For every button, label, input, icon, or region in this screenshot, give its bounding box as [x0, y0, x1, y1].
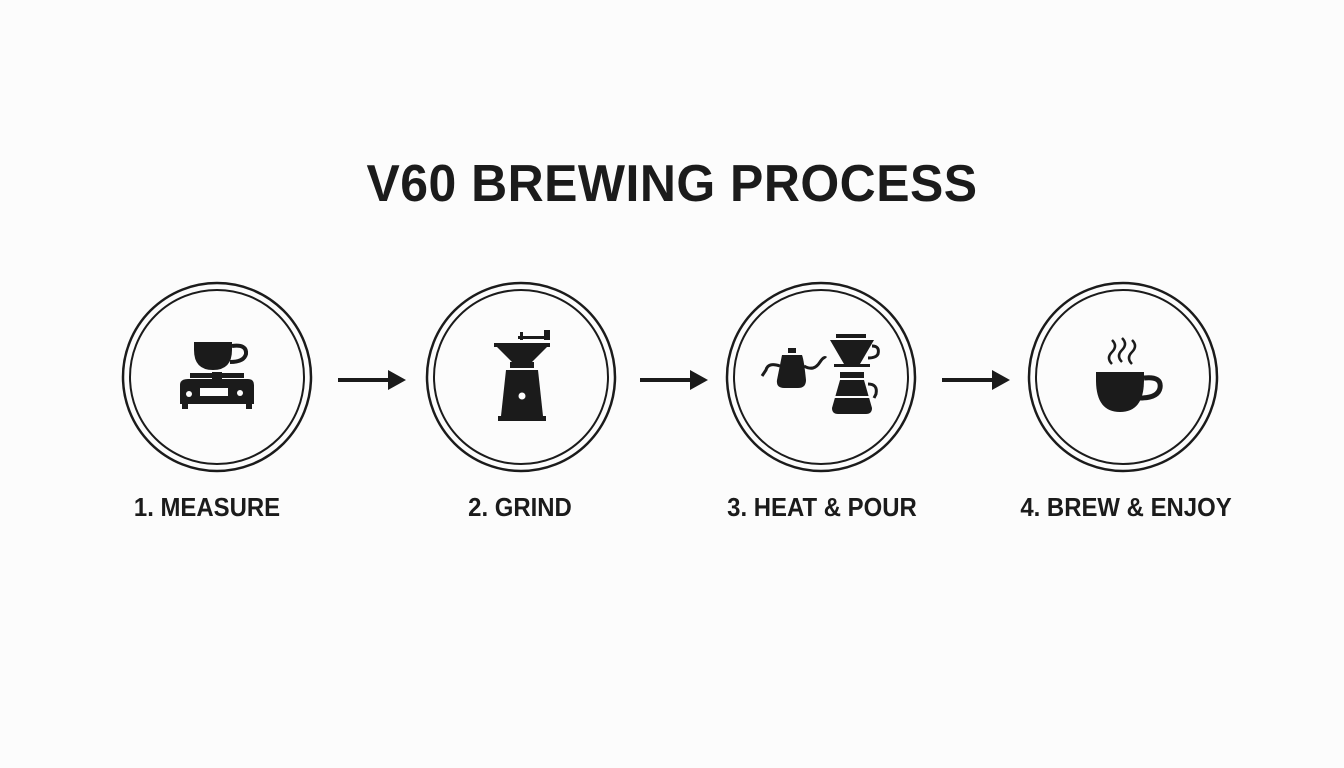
coffee-grinder-icon [494, 330, 550, 421]
arrow-right-icon [942, 370, 1010, 390]
step-grind [424, 280, 618, 474]
step-label-measure: 1. MEASURE [133, 492, 281, 522]
diagram-title: V60 BREWING PROCESS [366, 155, 978, 213]
arrow-right-icon [640, 370, 708, 390]
step-label-brew-enjoy: 4. BREW & ENJOY [1020, 492, 1232, 522]
step-brew-enjoy [1026, 280, 1220, 474]
step-ring [425, 281, 617, 473]
scale-with-cup-icon [180, 342, 254, 409]
steaming-cup-icon [1096, 337, 1163, 412]
step-ring [1027, 281, 1219, 473]
step-label-heat-pour: 3. HEAT & POUR [727, 492, 917, 522]
step-ring [725, 281, 917, 473]
arrow-right-icon [338, 370, 406, 390]
step-measure [120, 280, 314, 474]
step-ring [121, 281, 313, 473]
kettle-and-dripper-icon [760, 334, 880, 414]
step-heat-pour [724, 280, 918, 474]
step-label-grind: 2. GRIND [468, 492, 572, 522]
